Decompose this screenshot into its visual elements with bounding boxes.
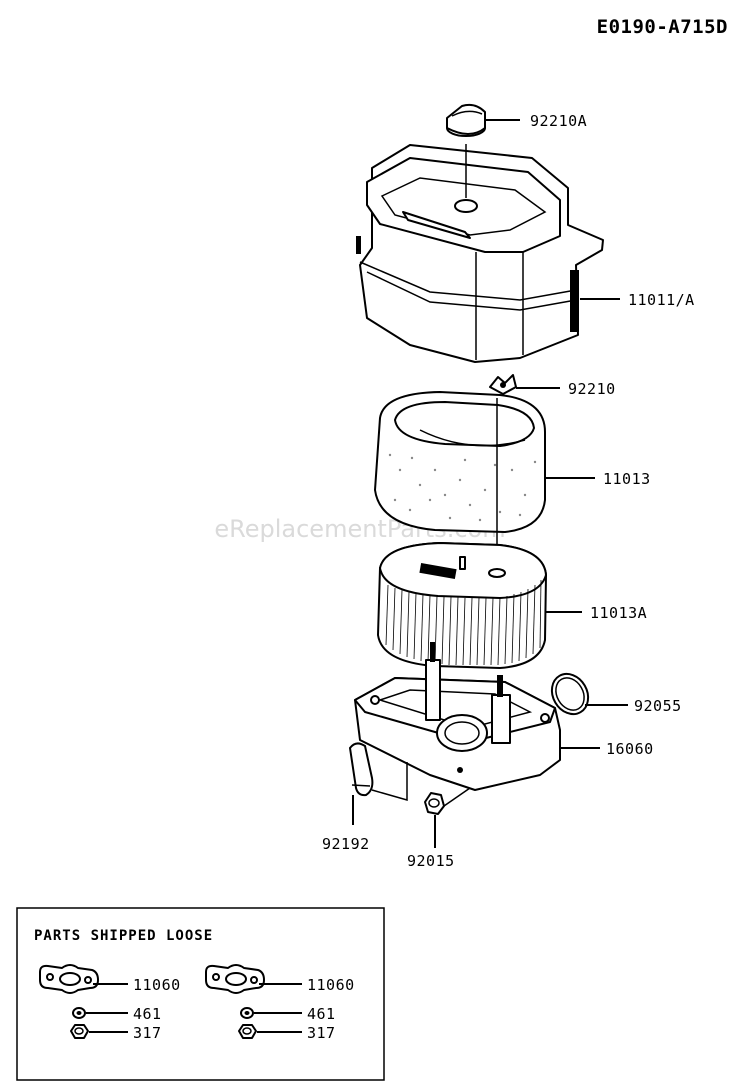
- loose-gasket-label-1: 11060: [133, 976, 181, 994]
- breather-pipe-part: [349, 742, 374, 797]
- callout-breather-pipe: 92192: [322, 835, 370, 853]
- cover-part: [356, 144, 604, 363]
- loose-gasket-label-2: 11060: [307, 976, 355, 994]
- seal-ring-part: [550, 672, 590, 716]
- loose-washer-label-2: 461: [307, 1005, 336, 1023]
- callout-seal-ring: 92055: [634, 697, 682, 715]
- loose-parts-title: PARTS SHIPPED LOOSE: [34, 928, 213, 944]
- filter-element-part: [377, 542, 547, 669]
- callout-base-nut: 92015: [407, 852, 455, 870]
- callout-base: 16060: [606, 740, 654, 758]
- wing-nut-part: [489, 374, 517, 395]
- loose-parts-box: PARTS SHIPPED LOOSE 11060 461 317: [16, 907, 385, 1081]
- loose-group-2: [205, 964, 302, 1039]
- base-nut-part: [424, 792, 445, 815]
- callout-filter-element: 11013A: [590, 604, 647, 622]
- callout-cover: 11011/A: [628, 291, 695, 309]
- cap-knob-part: [446, 103, 486, 137]
- callout-pre-cleaner: 11013: [603, 470, 651, 488]
- loose-group-1: [39, 964, 128, 1039]
- loose-nut-label-1: 317: [133, 1024, 162, 1042]
- callout-cap-knob: 92210A: [530, 112, 587, 130]
- pre-cleaner-part: [374, 391, 546, 533]
- loose-washer-label-1: 461: [133, 1005, 162, 1023]
- loose-nut-label-2: 317: [307, 1024, 336, 1042]
- diagram-code: E0190-A715D: [597, 16, 728, 38]
- callout-wing-nut: 92210: [568, 380, 616, 398]
